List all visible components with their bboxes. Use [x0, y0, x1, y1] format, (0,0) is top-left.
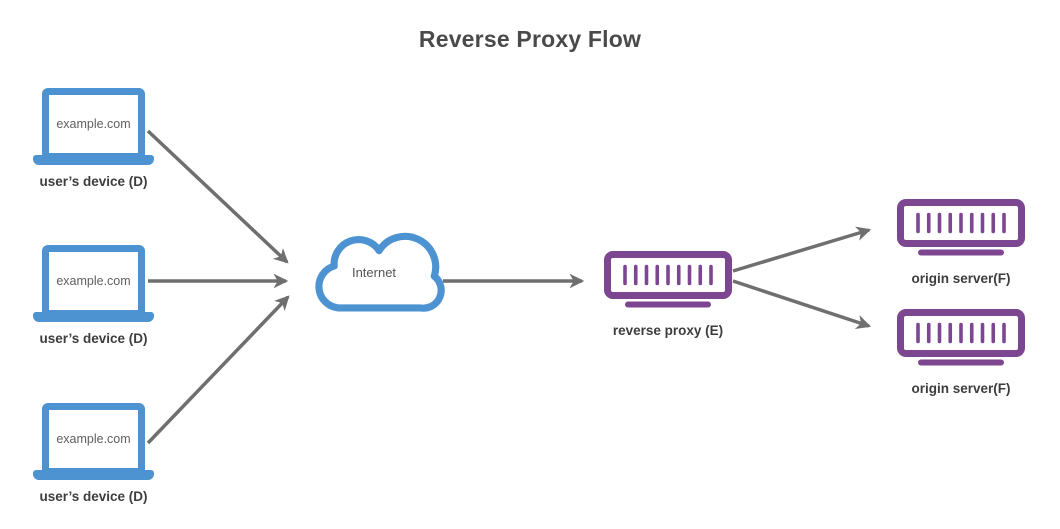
device-label: user’s device (D) [39, 331, 148, 346]
laptop-icon: example.com [42, 403, 145, 475]
origin-server-1: origin server(F) [897, 199, 1025, 286]
reverse-proxy-label: reverse proxy (E) [612, 323, 724, 338]
laptop-base-icon [33, 470, 154, 480]
server-icon [897, 199, 1025, 256]
arrow-device3-to-internet [146, 295, 290, 445]
device-screen-text: example.com [56, 432, 131, 446]
device-screen-text: example.com [56, 117, 131, 131]
cloud-icon [315, 232, 445, 312]
user-device-2: example.com user’s device (D) [33, 245, 154, 346]
origin-server-2: origin server(F) [897, 309, 1025, 396]
page-title: Reverse Proxy Flow [418, 26, 642, 52]
device-label: user’s device (D) [39, 489, 148, 504]
device-screen-text: example.com [56, 274, 131, 288]
server-icon [604, 251, 732, 308]
device-label: user’s device (D) [39, 174, 148, 189]
laptop-icon: example.com [42, 245, 145, 317]
server-icon [897, 309, 1025, 366]
internet-node: Internet [303, 219, 445, 313]
arrow-device1-to-internet [146, 129, 289, 264]
laptop-base-icon [33, 155, 154, 165]
laptop-base-icon [33, 312, 154, 322]
origin-server-label: origin server(F) [911, 381, 1011, 396]
internet-label: Internet [351, 265, 397, 280]
laptop-icon: example.com [42, 88, 145, 160]
user-device-1: example.com user’s device (D) [33, 88, 154, 189]
user-device-3: example.com user’s device (D) [33, 403, 154, 504]
arrow-proxy-to-origin2 [732, 279, 872, 330]
origin-server-label: origin server(F) [911, 271, 1011, 286]
reverse-proxy-node: reverse proxy (E) [604, 251, 732, 338]
arrow-proxy-to-origin1 [732, 226, 872, 273]
